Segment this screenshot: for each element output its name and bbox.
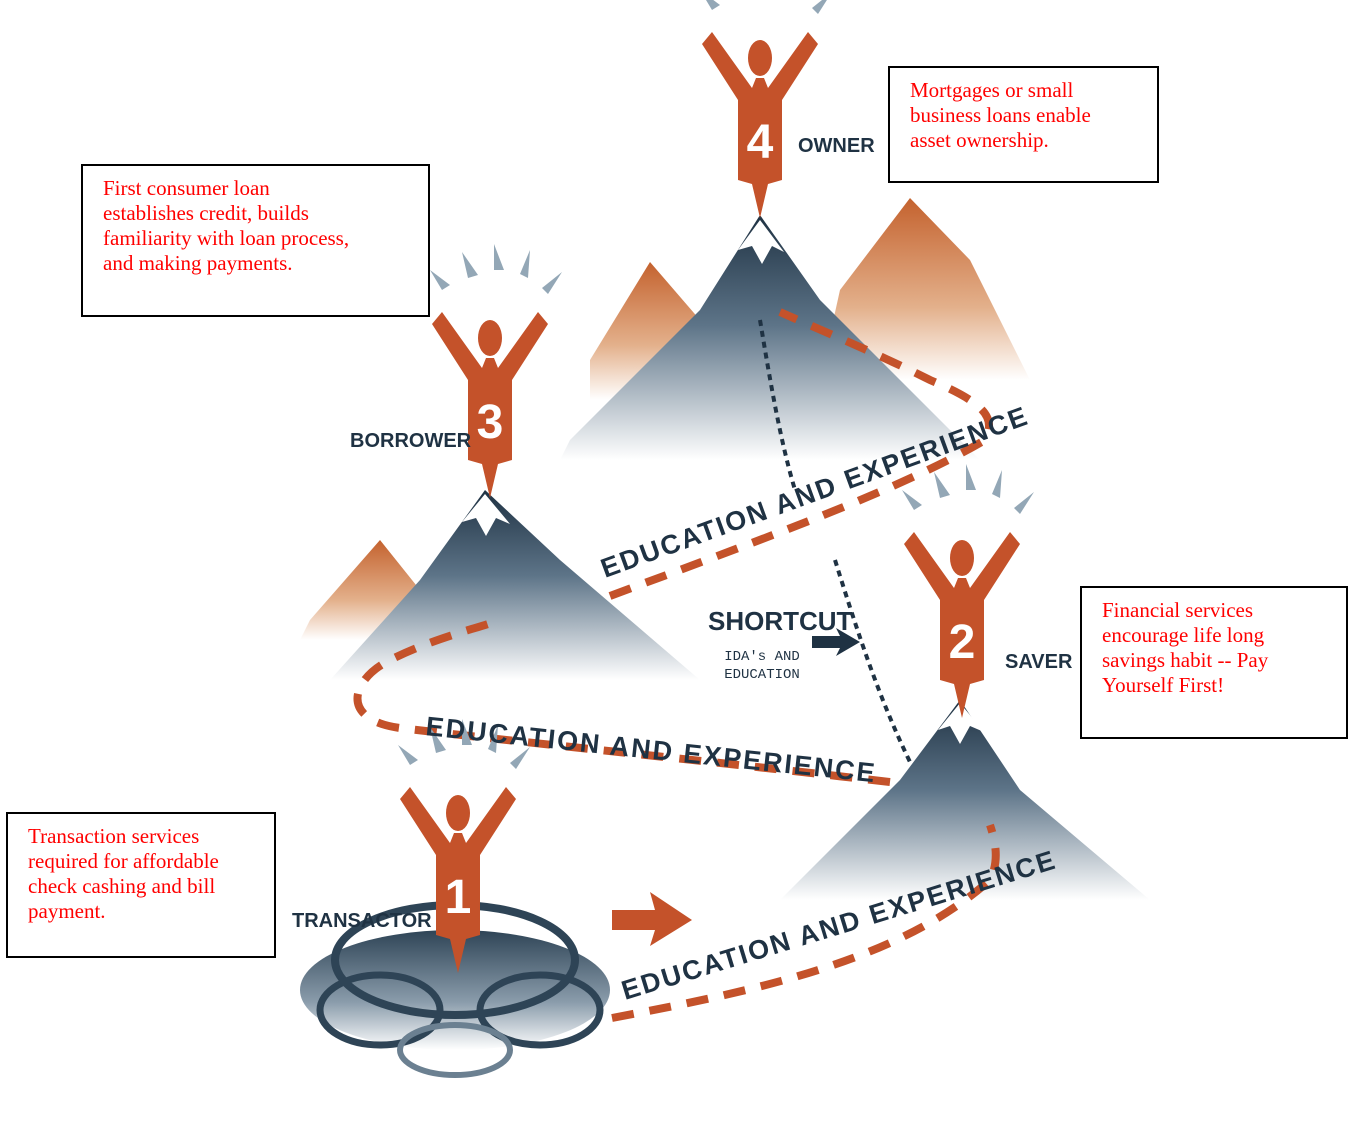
shortcut-line-2: EDUCATION bbox=[724, 667, 800, 683]
shortcut-line-upper bbox=[758, 319, 797, 491]
saver-figure: 2 bbox=[902, 464, 1034, 718]
transactor-number: 1 bbox=[445, 871, 472, 924]
owner-figure: 4 bbox=[700, 0, 832, 218]
transactor-note-box: Transaction services required for afford… bbox=[6, 812, 276, 958]
borrower-snowcap bbox=[462, 494, 510, 536]
transactor-figure: 1 bbox=[398, 719, 530, 973]
saver-mountain bbox=[780, 700, 1150, 900]
saver-number: 2 bbox=[949, 616, 976, 669]
borrower-mountain bbox=[330, 490, 700, 680]
borrower-note-box: First consumer loan establishes credit, … bbox=[81, 164, 430, 317]
shortcut-line-lower bbox=[833, 559, 912, 763]
shortcut-title: SHORTCUT bbox=[708, 606, 853, 636]
saver-snowcap bbox=[938, 703, 984, 744]
owner-number: 4 bbox=[747, 116, 774, 169]
owner-note-box: Mortgages or small business loans enable… bbox=[888, 66, 1159, 183]
owner-label: OWNER bbox=[798, 135, 875, 157]
transactor-flower-base bbox=[300, 901, 610, 1078]
borrower-figure: 3 bbox=[430, 244, 562, 498]
path-saver-to-borrower bbox=[353, 620, 891, 786]
shortcut-line-1: IDA's AND bbox=[724, 649, 800, 665]
transactor-arrow-icon bbox=[612, 892, 692, 946]
borrower-label: BORROWER bbox=[350, 430, 472, 452]
owner-mountain bbox=[560, 215, 980, 460]
path-transactor-to-saver bbox=[611, 823, 1000, 1022]
owner-snowcap bbox=[738, 220, 784, 264]
transactor-label: TRANSACTOR bbox=[292, 910, 432, 932]
borrower-number: 3 bbox=[477, 396, 504, 449]
owner-back-mountain-right bbox=[820, 198, 1030, 380]
shortcut-arrow-icon bbox=[812, 628, 860, 656]
saver-note-box: Financial services encourage life long s… bbox=[1080, 586, 1348, 739]
saver-label: SAVER bbox=[1005, 651, 1073, 673]
path-borrower-to-owner bbox=[608, 308, 994, 600]
